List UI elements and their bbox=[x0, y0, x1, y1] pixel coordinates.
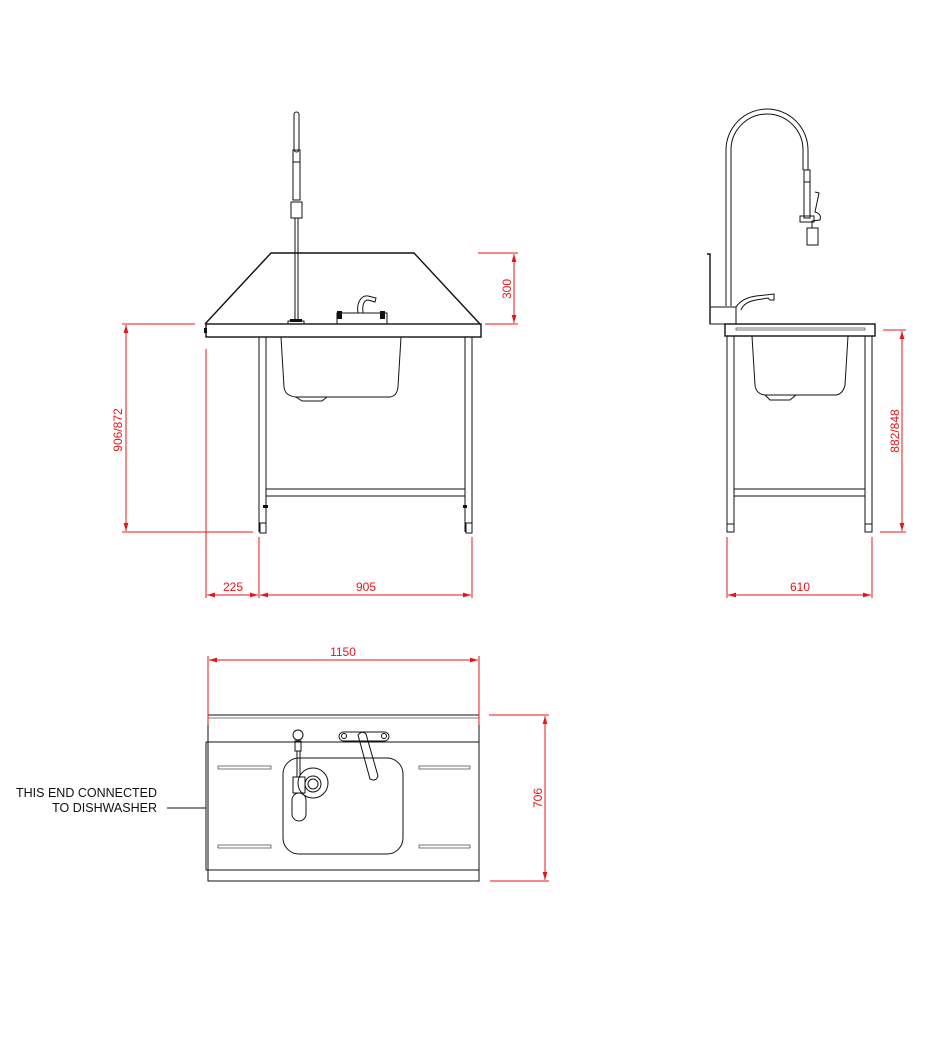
note-line-2: TO DISHWASHER bbox=[52, 801, 157, 815]
plan-outline bbox=[207, 714, 480, 882]
front-legs bbox=[258, 337, 473, 534]
side-view bbox=[707, 108, 876, 533]
side-sink-bowl bbox=[751, 335, 849, 396]
plan-pre-rinse-icon bbox=[291, 729, 307, 822]
side-worktop bbox=[724, 323, 876, 337]
dim-leg-span: 905 bbox=[356, 580, 376, 594]
plan-view bbox=[205, 714, 480, 882]
dishwasher-note: THIS END CONNECTED TO DISHWASHER bbox=[16, 786, 206, 815]
note-line-1: THIS END CONNECTED bbox=[16, 786, 157, 800]
side-mixer-tap-icon bbox=[709, 293, 775, 325]
front-view bbox=[204, 111, 482, 534]
drainage-grooves bbox=[217, 765, 471, 849]
side-dimensions: 882/848 610 bbox=[726, 329, 906, 598]
splashback-outline bbox=[204, 252, 481, 325]
dim-plan-depth: 706 bbox=[531, 788, 545, 808]
dim-plan-width: 1150 bbox=[330, 645, 356, 659]
front-dimensions: 300 906/872 225 905 bbox=[111, 252, 518, 598]
pre-rinse-spray-icon bbox=[287, 111, 305, 325]
dim-side-overall-height: 882/848 bbox=[888, 409, 902, 453]
plan-mixer-tap-icon bbox=[338, 731, 390, 781]
sink-bowl bbox=[280, 336, 402, 398]
worktop bbox=[205, 323, 482, 338]
gooseneck-pre-rinse-icon bbox=[725, 108, 821, 306]
mixer-tap-icon bbox=[336, 295, 388, 325]
waste-outlet-icon bbox=[297, 767, 329, 799]
dim-overhang: 225 bbox=[223, 580, 243, 594]
dim-side-depth: 610 bbox=[790, 580, 810, 594]
dim-front-overall-height: 906/872 bbox=[111, 408, 125, 452]
plan-sink-bowl bbox=[282, 757, 404, 855]
dim-splashback-height: 300 bbox=[500, 279, 514, 299]
plan-dimensions: 1150 706 bbox=[207, 645, 549, 882]
